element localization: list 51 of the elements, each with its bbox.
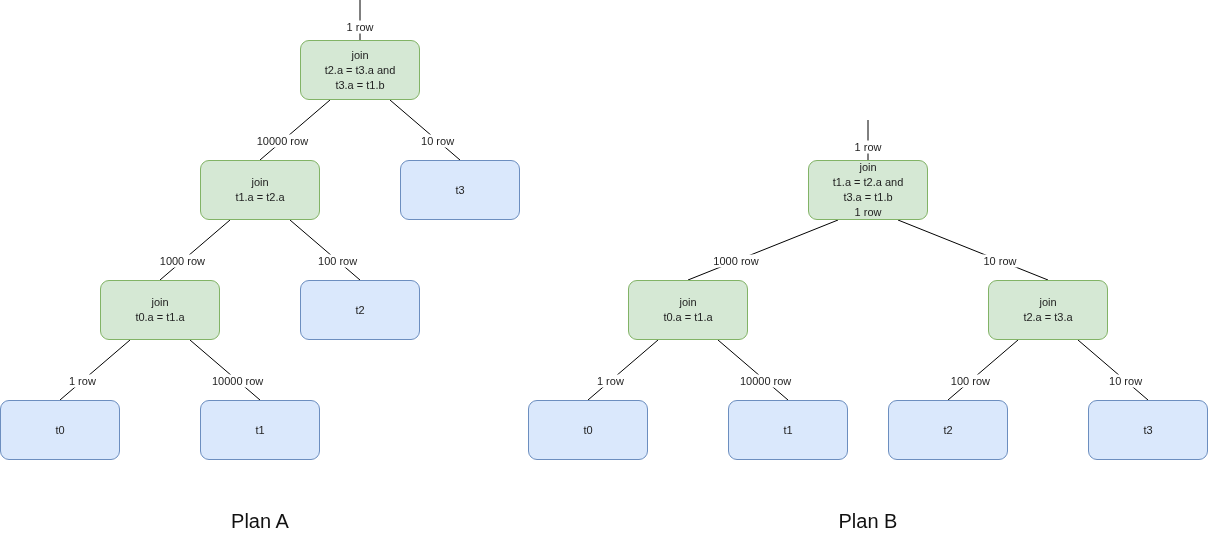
node-text: t0 xyxy=(583,422,593,438)
node-text: t3 xyxy=(455,182,465,198)
node-text: t0.a = t1.a xyxy=(663,310,713,325)
edge-label: 10000 row xyxy=(255,134,310,148)
table-box xyxy=(528,400,648,460)
join-box xyxy=(300,40,420,100)
join-box xyxy=(988,280,1108,340)
node-text: t0.a = t1.a xyxy=(135,310,185,325)
node-title: join xyxy=(859,160,877,175)
table-box xyxy=(888,400,1008,460)
join-box xyxy=(628,280,748,340)
table-box xyxy=(1088,400,1208,460)
node-title: join xyxy=(251,175,269,190)
edge-label: 10000 row xyxy=(210,374,265,388)
table-box xyxy=(300,280,420,340)
edge-label: 10 row xyxy=(420,134,456,148)
node-text: t2 xyxy=(355,302,365,318)
node-title: join xyxy=(151,295,169,310)
table-box xyxy=(200,400,320,460)
edge-label: 10000 row xyxy=(738,374,793,388)
table-box xyxy=(400,160,520,220)
node-text: t1.a = t2.a xyxy=(235,190,285,205)
node-text: t2 xyxy=(943,422,953,438)
edge-label: 1000 row xyxy=(712,254,760,268)
node-text: 1 row xyxy=(854,205,882,220)
node-title: join xyxy=(351,47,369,63)
node-text: t1.a = t2.a and t3.a = t1.b xyxy=(831,175,905,205)
table-box xyxy=(728,400,848,460)
node-title: join xyxy=(1039,295,1057,310)
node-text: t3 xyxy=(1143,422,1153,438)
node-text: t0 xyxy=(55,422,65,438)
edge-label: 10 row xyxy=(982,254,1018,268)
node-text: t2.a = t3.a xyxy=(1023,310,1073,325)
plan-caption: Plan B xyxy=(838,510,898,533)
join-box xyxy=(808,160,928,220)
edge-label: 1 row xyxy=(67,374,97,388)
edge-label: 100 row xyxy=(949,374,991,388)
edge-label: 1 row xyxy=(595,374,625,388)
plan-caption: Plan A xyxy=(231,510,289,533)
join-box xyxy=(200,160,320,220)
node-title: join xyxy=(679,295,697,310)
node-text: t1 xyxy=(255,422,265,438)
node-text: t2.a = t3.a and t3.a = t1.b xyxy=(323,62,397,93)
table-box xyxy=(0,400,120,460)
edge-label: 1000 row xyxy=(158,254,206,268)
edge-label: 10 row xyxy=(1108,374,1144,388)
edge-label: 1 row xyxy=(853,140,883,154)
join-box xyxy=(100,280,220,340)
edge-label: 100 row xyxy=(317,254,359,268)
edge-label: 1 row xyxy=(345,20,375,34)
node-text: t1 xyxy=(783,422,793,438)
